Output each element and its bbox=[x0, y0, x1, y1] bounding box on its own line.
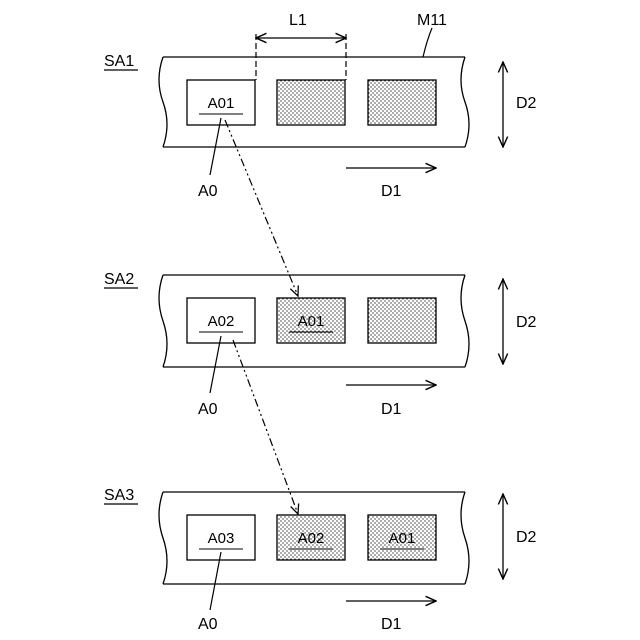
m11-callout: M11 bbox=[417, 12, 447, 57]
panel-sa1: SA1 A01 A0 D1 D2 bbox=[104, 53, 537, 200]
area-box-label: A01 bbox=[208, 95, 235, 112]
shaded-box-2 bbox=[368, 80, 436, 125]
d2-label: D2 bbox=[516, 529, 537, 546]
shaded-box-1 bbox=[277, 80, 345, 125]
d2-label: D2 bbox=[516, 95, 537, 112]
panel-label: SA1 bbox=[104, 53, 134, 70]
m11-label: M11 bbox=[417, 12, 447, 29]
panel-label: SA3 bbox=[104, 487, 134, 504]
area-box-label: A03 bbox=[208, 530, 235, 547]
area-ref-label: A0 bbox=[198, 401, 218, 418]
panel-sa2: SA2 A02 A01 A0 D1 D2 bbox=[104, 271, 537, 418]
panel-label: SA2 bbox=[104, 271, 134, 288]
area-ref-label: A0 bbox=[198, 616, 218, 633]
shaded-box-2 bbox=[368, 298, 436, 343]
shaded-box-1-label: A02 bbox=[298, 530, 325, 547]
d2-label: D2 bbox=[516, 314, 537, 331]
d1-label: D1 bbox=[381, 401, 402, 418]
shaded-box-1-label: A01 bbox=[298, 313, 325, 330]
l1-label: L1 bbox=[289, 12, 307, 29]
panel-sa3: SA3 A03 A02 A01 A0 D1 D2 bbox=[104, 487, 537, 633]
d1-label: D1 bbox=[381, 616, 402, 633]
area-box-label: A02 bbox=[208, 313, 235, 330]
area-ref-label: A0 bbox=[198, 183, 218, 200]
d1-label: D1 bbox=[381, 183, 402, 200]
l1-dimension: L1 bbox=[256, 12, 346, 80]
transfer-arrow-2 bbox=[233, 340, 298, 514]
shaded-box-2-label: A01 bbox=[389, 530, 416, 547]
